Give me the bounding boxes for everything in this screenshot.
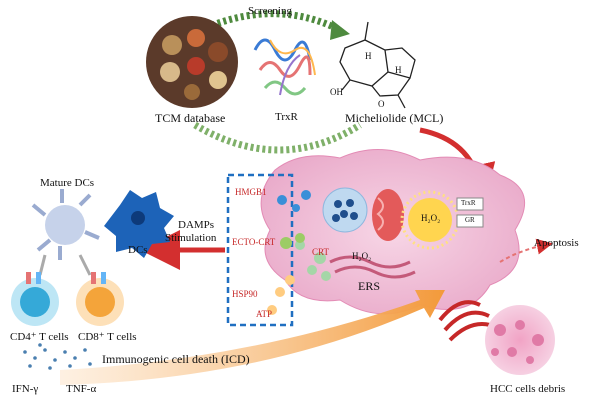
o-label: O xyxy=(378,99,385,109)
ecto-crt-label: ECTO-CRT xyxy=(232,237,276,247)
gr-box xyxy=(456,214,484,228)
dcs-label: DCs xyxy=(128,244,148,256)
damps-label: DAMPs xyxy=(178,219,215,231)
trxr-label: TrxR xyxy=(275,111,298,123)
cd4-t-cell xyxy=(11,272,59,326)
h-label-1: H xyxy=(365,51,372,61)
cytokines xyxy=(23,343,92,370)
mature-dc xyxy=(31,189,100,276)
micheliolide-label: Micheliolide (MCL) xyxy=(345,111,444,125)
screening-arc-bottom xyxy=(193,121,362,154)
crt-label: CRT xyxy=(312,247,329,257)
cd4-label: CD4⁺ T cells xyxy=(10,331,69,343)
trxr-box-label: TrxR xyxy=(461,199,476,207)
h-label-2: H xyxy=(395,65,402,75)
cd8-label: CD8⁺ T cells xyxy=(78,331,137,343)
trxr-box xyxy=(456,197,484,211)
stimulation-label: Stimulation xyxy=(165,232,217,244)
screening-label: Screening xyxy=(248,5,292,17)
er-folds xyxy=(329,255,416,279)
atp-label: ATP xyxy=(256,309,273,319)
gr-box-label: GR xyxy=(465,216,475,224)
hcc-debris-cluster xyxy=(485,305,555,375)
apoptosis-label: Apoptosis xyxy=(534,237,579,249)
oh-label: OH xyxy=(330,87,343,97)
screening-arc-head xyxy=(330,20,350,40)
vesicle xyxy=(322,187,368,233)
tcm-database-label: TCM database xyxy=(155,111,226,125)
ifn-label: IFN-γ xyxy=(12,383,39,395)
icd-label: Immunogenic cell death (ICD) xyxy=(102,352,250,366)
tcm-database-image xyxy=(146,16,238,108)
h2o2-label-er: H₂O₂ xyxy=(352,251,372,261)
tnf-label: TNF-α xyxy=(66,383,97,395)
hmgb1-label: HMGB1 xyxy=(235,187,267,197)
ros-burst xyxy=(408,198,452,242)
mature-dcs-label: Mature DCs xyxy=(40,177,95,189)
ers-label: ERS xyxy=(358,279,381,293)
icd-arrow xyxy=(60,290,445,385)
trxr-protein-image xyxy=(253,38,316,96)
hsp90-label: HSP90 xyxy=(232,289,258,299)
h2o2-label-ros: H₂O₂ xyxy=(421,213,441,223)
damps-box xyxy=(226,173,294,327)
micheliolide-structure xyxy=(339,21,416,109)
mitochondria xyxy=(372,189,404,241)
hcc-debris-label: HCC cells debris xyxy=(490,383,566,395)
cd8-t-cell xyxy=(76,272,124,326)
apoptosis-arrow xyxy=(499,238,553,263)
